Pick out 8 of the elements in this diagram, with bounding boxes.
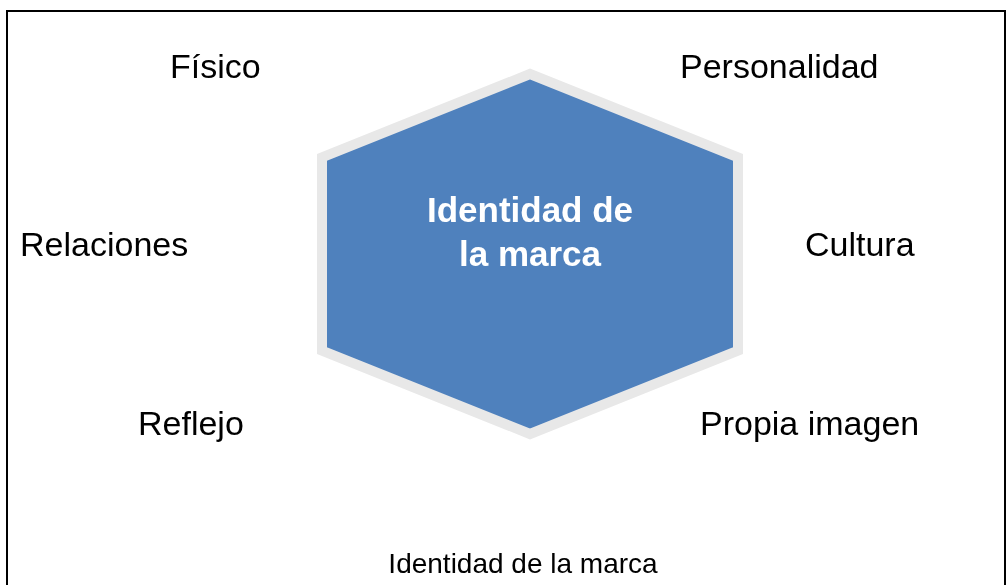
facet-label: Cultura [805,225,915,264]
facet-label: Físico [170,47,261,86]
facet-label: Relaciones [20,225,189,264]
facet-label: Personalidad [680,47,879,86]
facet-label: Reflejo [138,404,244,443]
facet-label: Propia imagen [700,404,920,443]
node-label: Identidad de la marca [425,189,635,275]
caption: Identidad de la marca [387,548,659,580]
